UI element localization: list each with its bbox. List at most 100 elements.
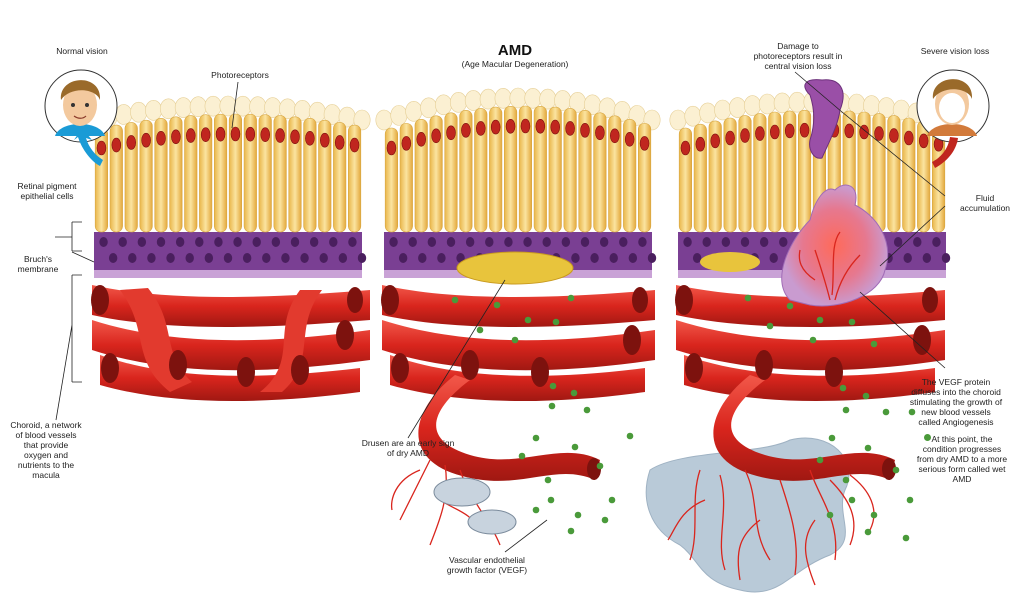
photoreceptor-tip (420, 97, 438, 119)
epithelial-nucleus (932, 237, 941, 247)
epithelial-nucleus (628, 253, 638, 263)
vegf-dot (842, 476, 850, 484)
epithelial-nucleus (485, 237, 494, 247)
drusen-deposit-wet (700, 252, 760, 272)
epithelial-nucleus (271, 237, 281, 247)
optic-arrow-severe (932, 137, 958, 168)
legend-vegf-dot (924, 434, 931, 441)
photoreceptor-cell (288, 116, 302, 233)
vegf-dot (552, 318, 560, 326)
epithelial-nucleus (348, 237, 357, 247)
vegf-dot (848, 318, 856, 326)
label-severe-vision-loss: Severe vision loss (920, 46, 990, 56)
photoreceptor-cell (593, 112, 607, 233)
photoreceptor-nucleus (290, 129, 300, 145)
photoreceptor-nucleus (535, 118, 546, 134)
photoreceptor-nucleus (215, 126, 226, 142)
label-photoreceptors: Photoreceptors (211, 70, 269, 80)
vegf-dot (608, 496, 616, 504)
epithelial-nucleus (252, 237, 261, 247)
vegf-dot (493, 301, 501, 309)
bleed-vessels (798, 231, 861, 301)
label-drusen: Drusen are an early sign of dry AMD (361, 438, 455, 458)
panel-dry-amd (375, 87, 661, 546)
label-retinal-pigment: Retinal pigment epithelial cells (17, 181, 77, 201)
vegf-dot (816, 316, 824, 324)
photoreceptor-cell (723, 117, 737, 233)
vegf-dot (882, 408, 890, 416)
vegf-dot (548, 402, 556, 410)
face-normal (44, 69, 118, 143)
epithelial-nucleus (446, 237, 456, 247)
photoreceptor-cell (348, 124, 362, 233)
photoreceptor-tip (115, 104, 133, 125)
epithelial-nucleus (903, 253, 912, 263)
photoreceptor-tip (539, 88, 557, 110)
photoreceptor-cell (333, 122, 347, 233)
vegf-dot (842, 406, 850, 414)
photoreceptor-nucleus (186, 128, 196, 143)
epithelial-nucleus (147, 253, 156, 263)
photoreceptor-nucleus (784, 123, 795, 139)
photoreceptor-tip (743, 95, 761, 116)
label-angiogenesis: The VEGF protein diffuses into the choro… (909, 377, 1003, 427)
photoreceptor-nucleus (610, 128, 620, 144)
photoreceptor-nucleus (245, 126, 256, 142)
epithelial-nucleus (290, 237, 300, 247)
label-fluid: Fluid accumulation (959, 193, 1011, 213)
photoreceptor-tip (758, 93, 776, 115)
epithelial-nucleus (523, 237, 532, 247)
panel-wet-amd (645, 79, 955, 593)
photoreceptor-nucleus (595, 125, 605, 141)
leader-lines (55, 71, 946, 553)
photoreceptor-cell (124, 122, 138, 233)
photoreceptor-cell (887, 115, 901, 233)
photoreceptor-tip (189, 96, 207, 117)
epithelial-nucleus (941, 253, 951, 263)
photoreceptor-tip (435, 94, 453, 116)
photoreceptor-cell (139, 119, 153, 233)
epithelial-nucleus (913, 237, 922, 247)
photoreceptors-normal (85, 95, 371, 233)
epithelial-nucleus (692, 253, 702, 263)
epithelial-nucleus (437, 253, 446, 263)
epithelial-nucleus (262, 253, 271, 263)
photoreceptor-tip (204, 95, 222, 117)
label-normal-vision: Normal vision (56, 46, 108, 56)
epithelial-nucleus (721, 237, 731, 247)
panel-normal (85, 95, 371, 402)
vegf-dot (864, 444, 872, 452)
epithelial-nucleus (118, 237, 127, 247)
photoreceptor-tip (159, 98, 177, 120)
photoreceptor-nucleus (349, 137, 360, 153)
photoreceptor-cell (489, 106, 503, 233)
photoreceptor-tip (729, 97, 747, 118)
photoreceptor-cell (548, 106, 562, 233)
epithelial-nucleus (647, 253, 657, 263)
epithelial-nucleus (156, 237, 166, 247)
epithelial-nucleus (619, 237, 628, 247)
epithelial-nucleus (769, 253, 778, 263)
vegf-dot (583, 406, 591, 414)
photoreceptor-tip (699, 102, 717, 124)
label-bruchs-membrane: Bruch's membrane (17, 254, 59, 274)
photoreceptor-nucleus (126, 135, 136, 150)
epithelial-nucleus (922, 253, 932, 263)
photoreceptor-tip (684, 105, 702, 127)
photoreceptor-cell (708, 120, 722, 233)
photoreceptor-cell (678, 127, 692, 233)
epithelial-nucleus (281, 253, 290, 263)
vegf-dot (451, 296, 459, 304)
photoreceptor-cell (638, 123, 652, 233)
photoreceptor-cell (768, 111, 782, 233)
choroid-vessels-dry (381, 285, 655, 481)
photoreceptor-cell (474, 108, 488, 233)
photoreceptor-nucleus (874, 126, 884, 141)
photoreceptor-nucleus (476, 121, 486, 136)
vegf-dot (816, 456, 824, 464)
vegf-dot (532, 506, 540, 514)
vegf-dot (864, 528, 872, 536)
photoreceptor-tip (479, 88, 497, 110)
vegf-dot (601, 516, 609, 524)
